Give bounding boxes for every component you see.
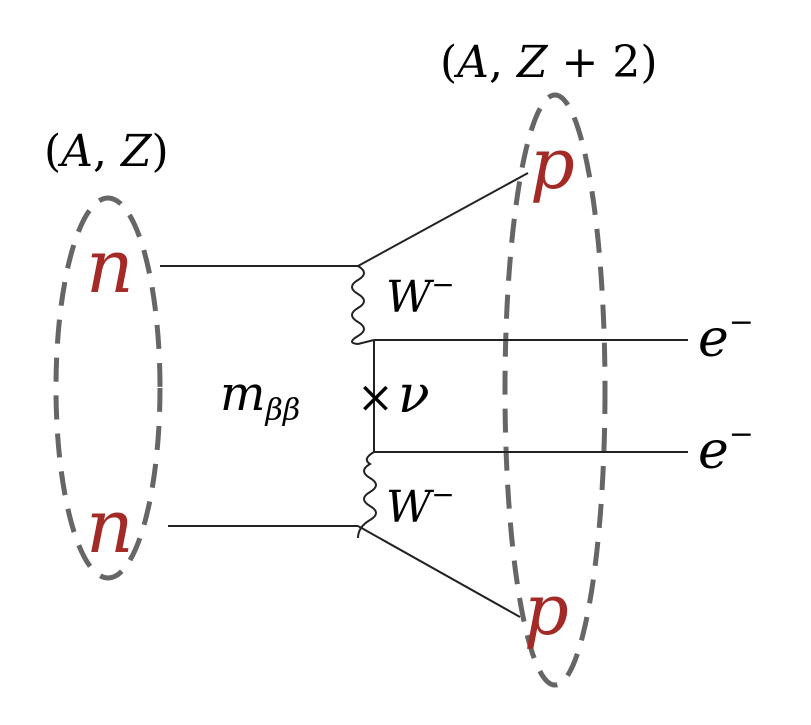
majorana-mass-insertion-mark: × [357, 372, 394, 423]
proton-lower-label: p [524, 569, 569, 651]
majorana-mass-label: mββ [220, 366, 300, 428]
final-nucleus-label: (A, Z + 2) [440, 37, 658, 88]
lower-w-boson-label: W− [386, 478, 455, 533]
lower-electron-label: e− [698, 417, 754, 481]
lower-proton-line [357, 525, 521, 618]
final-nucleus-outline [502, 92, 608, 688]
neutron-upper-label: n [86, 224, 134, 310]
upper-w-boson-line [351, 265, 375, 346]
initial-nucleus-label: (A, Z) [44, 126, 169, 177]
lower-w-boson-line [357, 451, 377, 539]
upper-w-boson-label: W− [386, 268, 455, 323]
proton-upper-label: p [530, 123, 575, 205]
neutrino-label: ν [398, 365, 430, 425]
upper-electron-label: e− [698, 305, 754, 369]
upper-proton-line [357, 172, 529, 267]
neutron-lower-label: n [86, 484, 134, 570]
initial-nucleus-outline [53, 195, 163, 581]
